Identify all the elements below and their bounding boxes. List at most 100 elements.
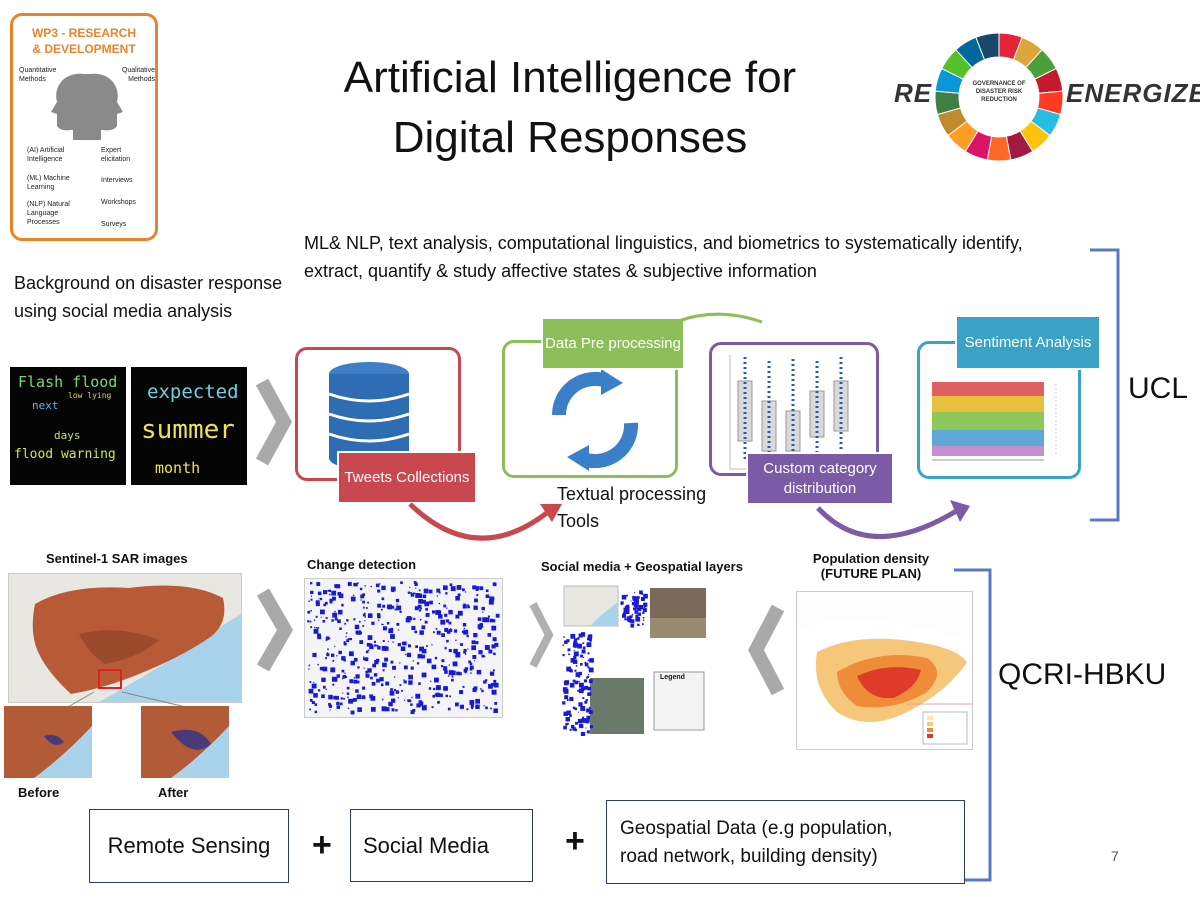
change-pixel: [317, 689, 321, 692]
social-geo-collage: Legend: [560, 582, 712, 736]
change-pixel: [574, 645, 577, 648]
change-pixel: [581, 683, 583, 686]
change-pixel: [481, 626, 484, 628]
change-pixel: [431, 610, 436, 614]
change-pixel: [332, 683, 335, 686]
change-pixel: [588, 692, 592, 695]
change-pixel: [485, 589, 489, 593]
wp3-left-item-2: (ML) Machine Learning: [27, 175, 70, 191]
wordcloud-word-6: days: [54, 429, 81, 442]
change-pixel: [575, 672, 581, 677]
change-pixel: [419, 630, 424, 635]
background-description: Background on disaster response using so…: [14, 273, 283, 321]
change-pixel: [363, 694, 365, 697]
change-pixel: [570, 724, 575, 729]
change-pixel: [482, 617, 488, 623]
change-pixel: [448, 664, 450, 666]
change-pixel: [466, 708, 469, 711]
change-pixel: [418, 700, 423, 704]
change-detection-image: [307, 581, 500, 715]
change-pixel: [583, 635, 585, 638]
change-pixel: [643, 604, 647, 608]
change-pixel: [443, 604, 447, 608]
change-pixel: [447, 707, 451, 711]
change-pixel: [384, 657, 389, 662]
change-pixel: [478, 650, 483, 655]
change-pixel: [467, 604, 469, 606]
change-pixel: [381, 645, 387, 651]
change-pixel: [404, 699, 406, 701]
change-pixel: [322, 685, 326, 689]
change-pixel: [459, 690, 464, 695]
change-pixel: [380, 608, 383, 611]
change-pixel: [484, 645, 490, 650]
change-pixel: [334, 617, 338, 621]
change-pixel: [362, 624, 365, 627]
change-pixel: [482, 611, 484, 613]
change-pixel: [581, 632, 586, 637]
change-pixel: [331, 619, 334, 622]
change-pixel: [475, 588, 479, 592]
change-pixel: [313, 681, 315, 683]
change-pixel: [330, 667, 336, 673]
change-pixel: [643, 608, 647, 612]
social-media-label: Social Media: [363, 832, 489, 858]
change-pixel: [343, 641, 346, 643]
change-pixel: [489, 596, 494, 601]
change-pixel: [634, 606, 638, 610]
heads-icon: [51, 73, 123, 140]
change-pixel: [443, 585, 448, 591]
change-pixel: [364, 616, 366, 618]
change-pixel: [640, 596, 645, 601]
change-pixel: [400, 646, 406, 651]
change-pixel: [467, 648, 469, 650]
change-pixel: [385, 707, 390, 712]
change-pixel: [462, 623, 467, 627]
change-detection-map: [304, 578, 503, 718]
change-pixel: [365, 673, 370, 678]
change-pixel: [365, 650, 369, 654]
change-pixel: [376, 644, 379, 647]
change-pixel: [492, 619, 496, 623]
change-pixel: [387, 604, 393, 610]
change-pixel: [461, 630, 465, 634]
change-pixel: [395, 598, 400, 603]
change-pixel: [566, 710, 571, 715]
change-pixel: [311, 683, 317, 689]
remote-sensing-box: Remote Sensing: [89, 809, 289, 883]
change-pixel: [336, 705, 341, 709]
change-pixel: [428, 589, 433, 594]
change-pixel: [308, 688, 314, 694]
geospatial-label-line1: Geospatial Data (e.g population,: [620, 818, 893, 839]
change-pixel: [633, 607, 636, 611]
after-label: After: [158, 785, 189, 800]
wp3-right-item-1: Expert elicitation: [101, 147, 131, 163]
change-pixel: [386, 621, 390, 625]
change-pixel: [321, 677, 326, 683]
change-pixel: [620, 601, 624, 605]
change-pixel: [634, 610, 639, 614]
change-pixel: [377, 619, 380, 621]
change-pixel: [621, 594, 627, 600]
change-pixel: [410, 593, 415, 597]
change-pixel: [348, 698, 354, 704]
change-pixel: [399, 684, 402, 686]
population-caption-line2: (FUTURE PLAN): [820, 566, 922, 581]
change-pixel: [585, 719, 590, 724]
change-pixel: [489, 671, 495, 676]
change-pixel: [485, 706, 488, 710]
change-pixel: [467, 605, 470, 609]
change-pixel: [643, 606, 646, 609]
change-pixel: [448, 629, 452, 632]
change-pixel: [479, 623, 484, 627]
change-pixel: [328, 589, 332, 593]
change-pixel: [414, 582, 418, 587]
change-pixel: [343, 697, 345, 700]
change-pixel: [401, 689, 403, 692]
change-pixel: [407, 644, 411, 648]
change-pixel: [369, 643, 373, 647]
change-pixel: [444, 670, 448, 674]
change-pixel: [574, 638, 578, 642]
change-pixel: [358, 620, 361, 623]
change-pixel: [449, 695, 451, 698]
